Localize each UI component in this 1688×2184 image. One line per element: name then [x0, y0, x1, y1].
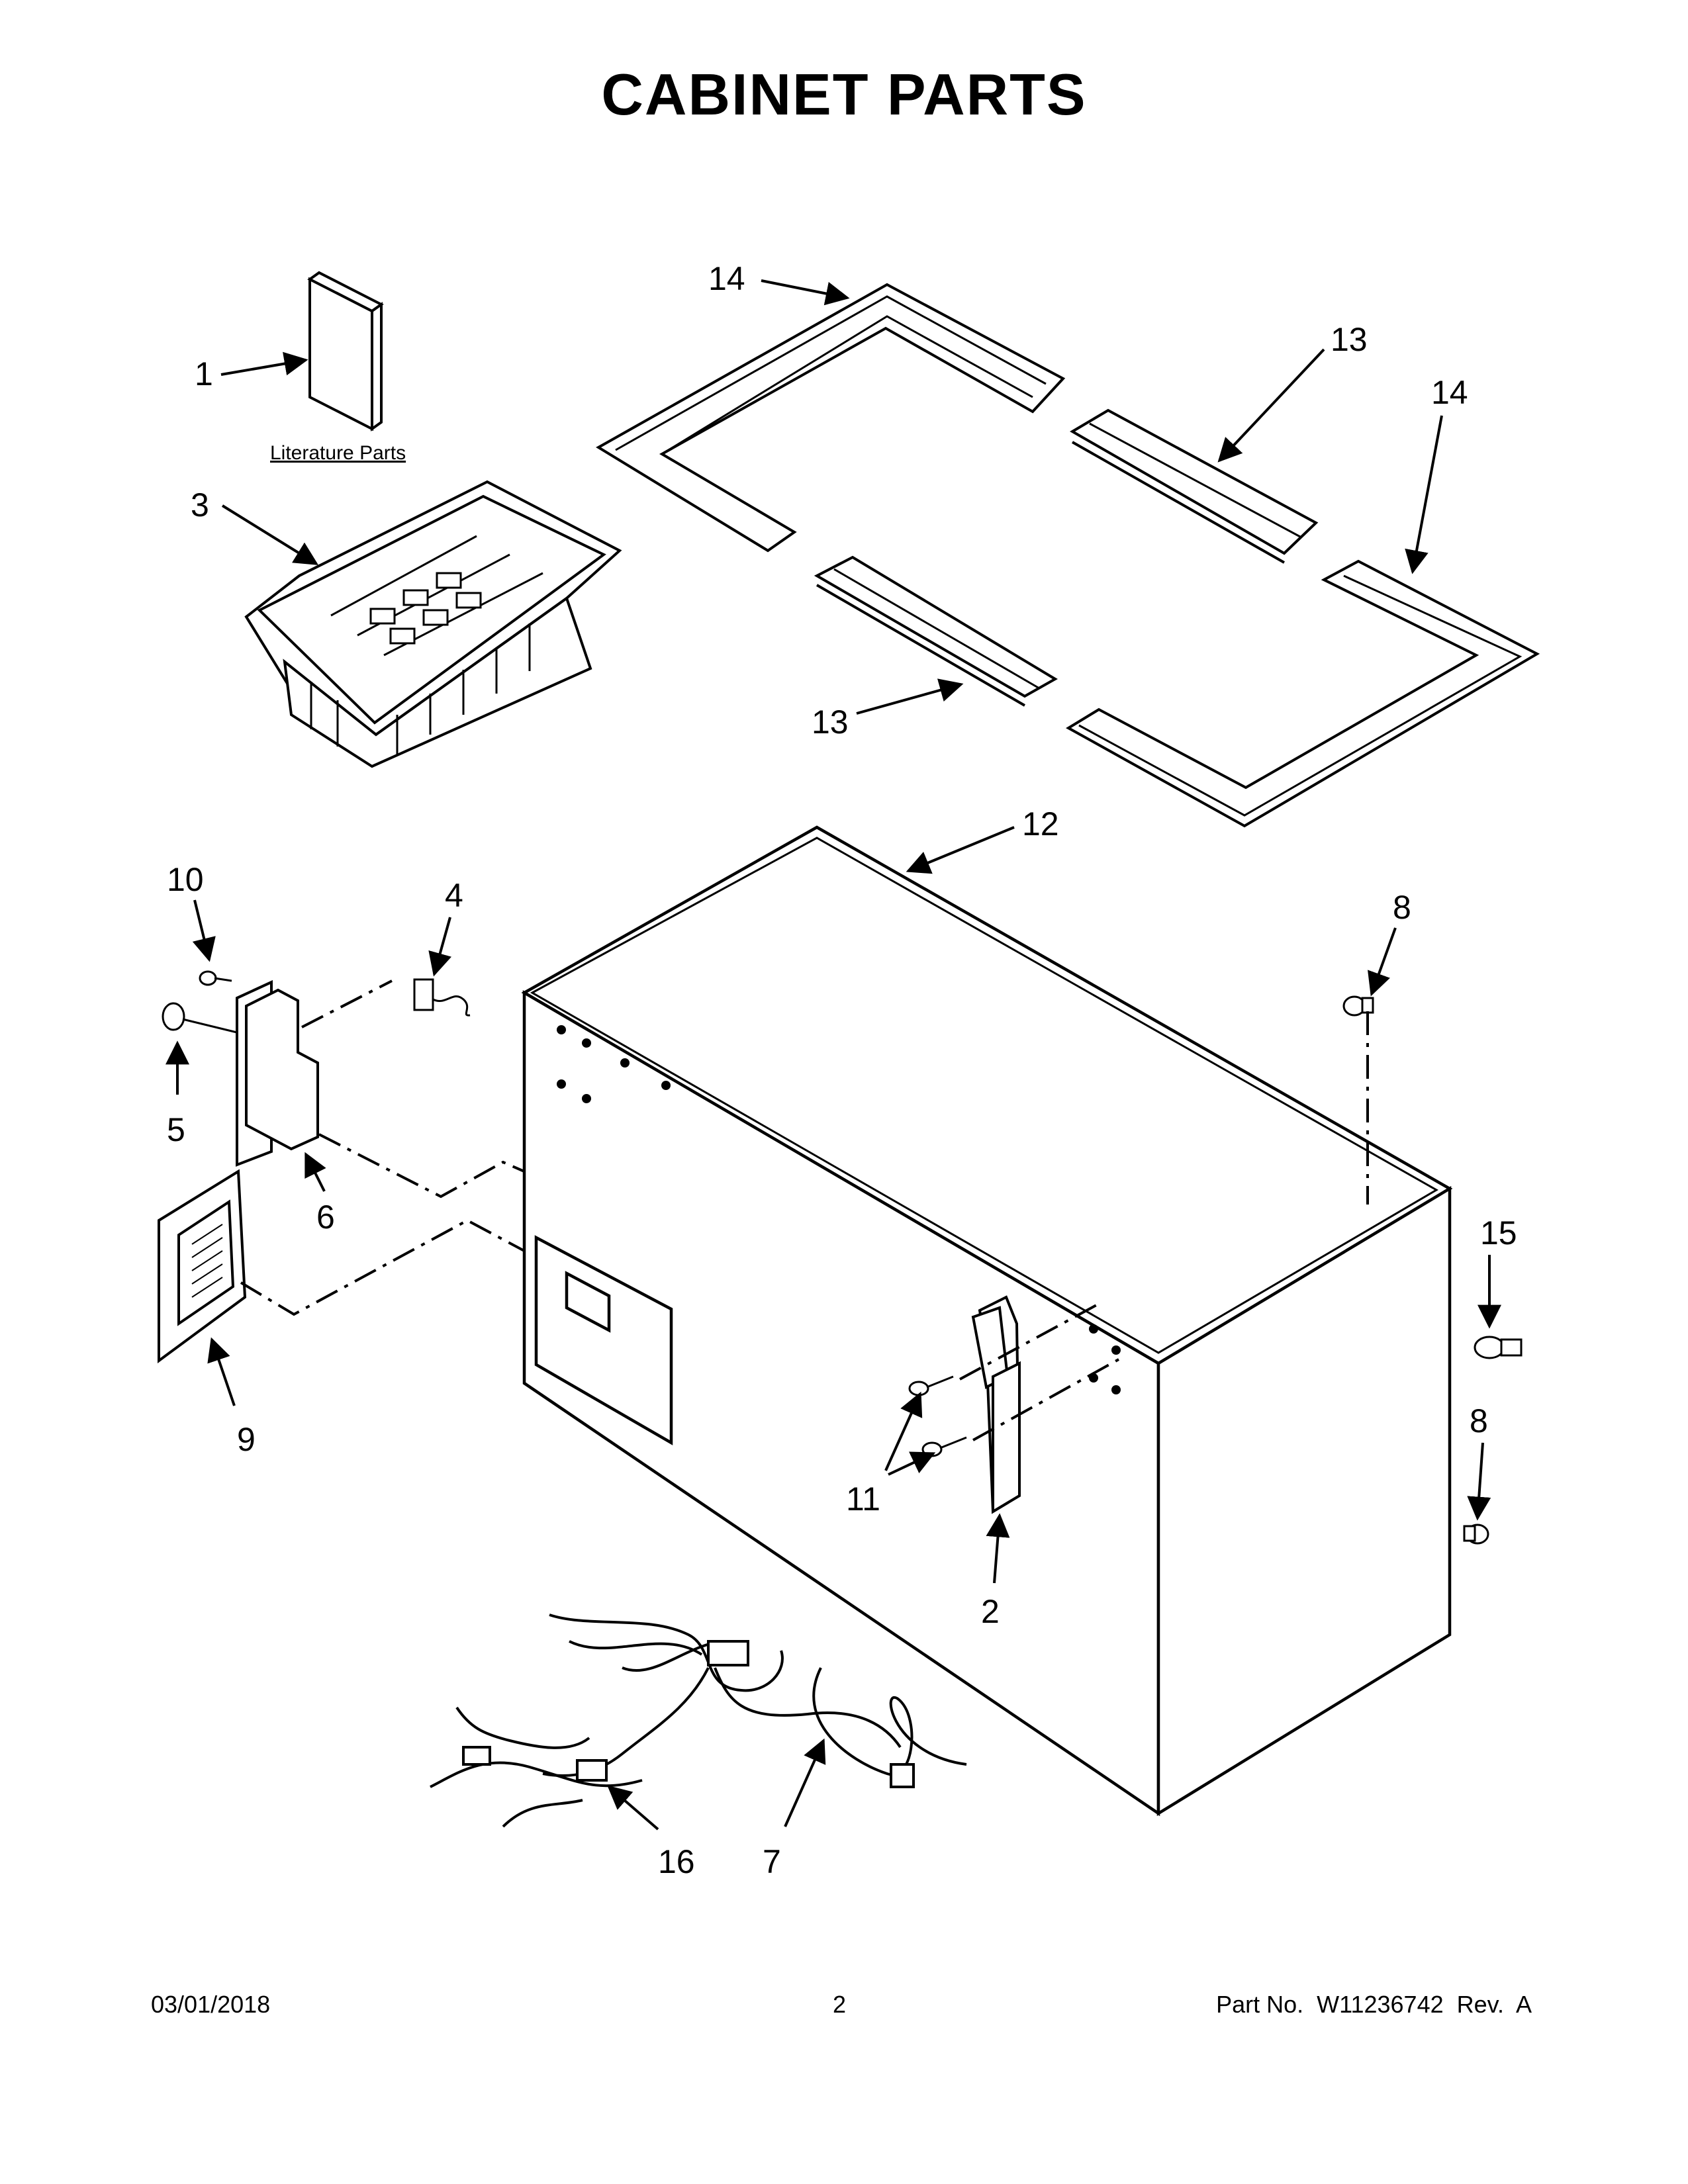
cabinet-body [521, 825, 1453, 1817]
assembly-lines [240, 979, 1369, 1441]
callout-7: 7 [763, 1843, 781, 1880]
footer-page-number: 2 [833, 1991, 847, 2018]
leveling-leg [1474, 1336, 1523, 1359]
callout-2: 2 [981, 1593, 1000, 1630]
callout-13-bottom: 13 [812, 704, 849, 741]
callout-5: 5 [167, 1111, 185, 1148]
callout-6: 6 [316, 1199, 335, 1236]
footer-part-number: Part No. W11236742 Rev. A [1216, 1991, 1532, 2018]
callout-13-top: 13 [1331, 321, 1368, 358]
control-knob [162, 1002, 238, 1034]
lid-hinge [971, 1295, 1021, 1514]
callout-10: 10 [167, 861, 204, 898]
wire-harness [430, 1614, 967, 1828]
control-housing [236, 979, 319, 1167]
callout-9: 9 [237, 1421, 256, 1458]
callout-1: 1 [195, 355, 213, 392]
callout-3: 3 [191, 486, 209, 523]
vent-grille [158, 1169, 247, 1363]
mounting-screw [199, 970, 232, 986]
gasket-bottom-strip [814, 555, 1058, 707]
gasket-right [1066, 559, 1540, 828]
literature-booklet [307, 271, 384, 432]
callout-12: 12 [1022, 805, 1059, 842]
callout-8-side: 8 [1470, 1402, 1488, 1439]
callout-4: 4 [445, 877, 463, 914]
footer-date: 03/01/2018 [151, 1991, 271, 2018]
literature-parts-label: Literature Parts [270, 442, 406, 464]
basket [244, 480, 622, 768]
callout-16: 16 [658, 1843, 695, 1880]
callout-15: 15 [1480, 1214, 1517, 1251]
page-title: CABINET PARTS [601, 62, 1087, 127]
plug-side [1463, 1524, 1489, 1545]
leader-arrows [165, 279, 1501, 1831]
callout-14-right: 14 [1431, 374, 1468, 411]
callout-8-top: 8 [1393, 889, 1411, 926]
callout-11: 11 [846, 1480, 880, 1518]
gasket-top-strip [1070, 408, 1319, 564]
callout-14-left: 14 [708, 260, 745, 297]
thermostat [413, 978, 471, 1017]
gasket-left [596, 283, 1066, 553]
